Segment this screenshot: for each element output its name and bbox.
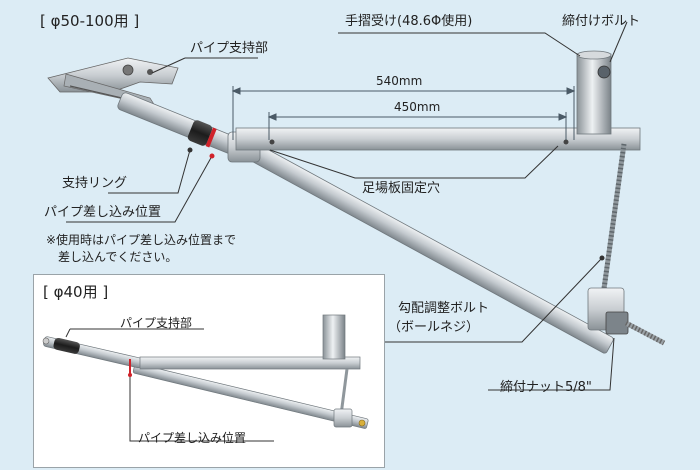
horizontal-beam xyxy=(235,127,641,151)
inset-label-insert-position: パイプ差し込み位置 xyxy=(138,431,247,445)
label-pipe-support: パイプ支持部 xyxy=(190,41,269,56)
label-tightening-nut: 締付ナット5/8" xyxy=(500,380,592,395)
label-angle-bolt: 勾配調整ボルト xyxy=(398,301,490,316)
inset-label-pipe-support: パイプ支持部 xyxy=(120,316,193,330)
leader-lines xyxy=(66,21,628,391)
inset-bracket-diagram xyxy=(42,314,369,442)
main-size-label: [ φ50-100用 ] xyxy=(40,12,140,30)
label-tighten-bolt: 締付けボルト xyxy=(562,14,641,29)
tightening-nut xyxy=(605,311,629,335)
usage-note-line2: 差し込んでください。 xyxy=(58,250,178,264)
dimension-450: 450mm xyxy=(394,100,441,114)
inset-handrail-post xyxy=(322,314,346,360)
pipe-support-clamp xyxy=(47,57,179,107)
dimension-540: 540mm xyxy=(376,74,423,88)
usage-note-line1: ※使用時はパイプ差し込み位置まで xyxy=(46,233,237,247)
clamp-arm-pipe xyxy=(117,92,244,157)
inset-panel-phi40: [ φ40用 ] パイプ支持部 パイプ差し込み位置 xyxy=(33,274,385,468)
label-support-ring: 支持リング xyxy=(62,176,128,191)
tighten-bolt-knob xyxy=(597,65,611,79)
scaffold-hole-1 xyxy=(269,139,275,145)
inset-horizontal-beam xyxy=(139,356,361,370)
main-bracket xyxy=(47,50,666,354)
dimension-lines xyxy=(231,86,576,140)
label-scaffold-hole: 足場板固定穴 xyxy=(362,181,441,196)
scaffold-hole-2 xyxy=(563,139,569,145)
support-ring xyxy=(187,120,217,148)
label-handrail-receiver: 手摺受け(48.6Φ使用) xyxy=(345,14,473,29)
label-angle-bolt-sub: （ボールネジ） xyxy=(388,320,480,335)
inset-size-label: [ φ40用 ] xyxy=(43,283,109,301)
inset-pipe-support-grip xyxy=(53,337,80,354)
label-insert-position: パイプ差し込み位置 xyxy=(44,205,162,220)
